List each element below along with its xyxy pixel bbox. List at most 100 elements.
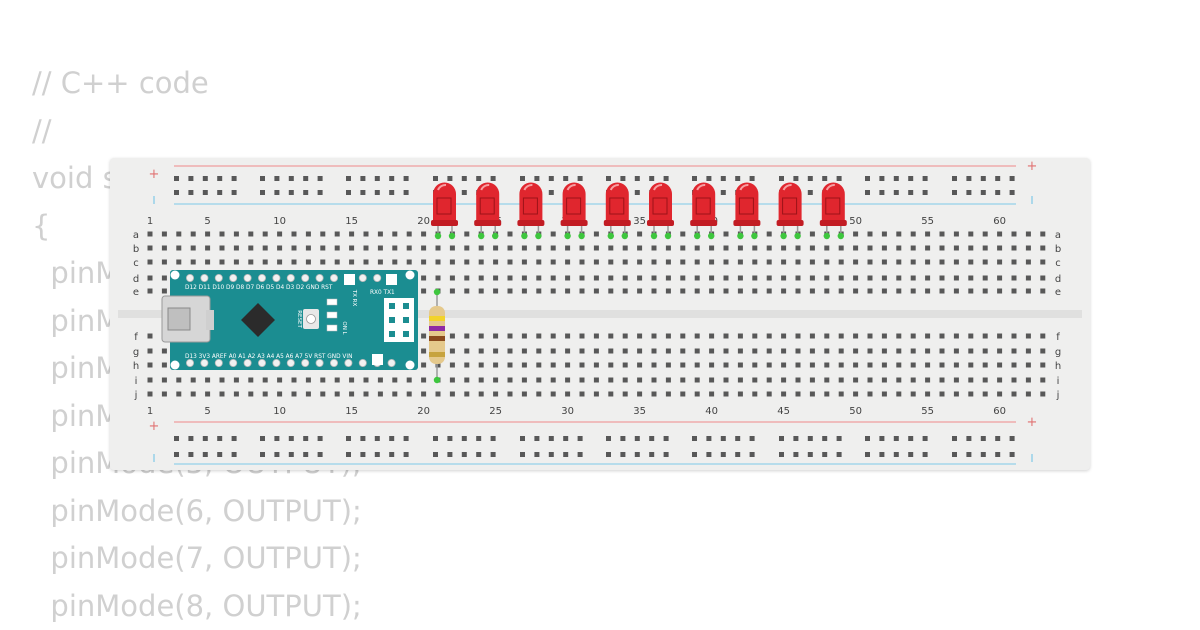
led-pin-indicator [737, 232, 744, 240]
breadboard-hole [910, 362, 916, 368]
breadboard-hole [752, 362, 758, 368]
breadboard-hole [176, 231, 182, 237]
breadboard-hole [233, 259, 239, 265]
breadboard-hole [723, 333, 729, 339]
rail-hole [663, 452, 669, 457]
led-pin-indicator [694, 232, 701, 240]
rail-hole [520, 436, 525, 441]
led-body [821, 182, 845, 222]
breadboard-hole [608, 259, 614, 265]
onboard-led [326, 311, 338, 319]
led-body [649, 182, 672, 222]
breadboard-hole [392, 245, 398, 251]
breadboard-hole [521, 333, 527, 339]
rail-hole [520, 452, 525, 457]
breadboard-hole [449, 377, 455, 383]
breadboard-hole [1025, 275, 1031, 281]
rail-hole [663, 436, 669, 441]
breadboard-hole [565, 333, 571, 339]
arduino-pin [243, 358, 252, 367]
code-line: pinMode(7, OUTPUT); [32, 541, 362, 575]
breadboard-hole [550, 245, 556, 251]
breadboard-hole [248, 377, 254, 383]
breadboard-hole [593, 348, 599, 354]
breadboard-hole [608, 333, 614, 339]
arduino-pin [272, 358, 281, 367]
breadboard-hole [493, 245, 499, 251]
breadboard-hole [449, 275, 455, 281]
breadboard-hole [651, 362, 657, 368]
breadboard-hole [421, 245, 427, 251]
column-number: 10 [273, 216, 286, 227]
led-pin-indicator [780, 232, 787, 240]
rail-hole [893, 176, 899, 181]
breadboard-hole [579, 288, 585, 294]
breadboard-hole [205, 377, 211, 383]
breadboard-hole [536, 348, 542, 354]
led-highlight [696, 184, 706, 191]
breadboard-hole [507, 377, 513, 383]
breadboard-hole [377, 259, 383, 265]
breadboard-hole [507, 391, 513, 397]
breadboard-hole [853, 288, 859, 294]
resistor-pin-indicator [433, 376, 441, 384]
breadboard-hole [622, 348, 628, 354]
breadboard[interactable]: ++++115510101515202025253030353540404545… [110, 158, 1090, 470]
breadboard-hole [867, 288, 873, 294]
breadboard-hole [925, 245, 931, 251]
breadboard-hole [968, 288, 974, 294]
breadboard-hole [521, 288, 527, 294]
breadboard-hole [853, 377, 859, 383]
breadboard-hole [867, 259, 873, 265]
breadboard-hole [665, 391, 671, 397]
breadboard-hole [579, 348, 585, 354]
breadboard-hole [795, 391, 801, 397]
breadboard-hole [1040, 348, 1046, 354]
arduino-pin [301, 274, 310, 283]
breadboard-hole [507, 275, 513, 281]
arduino-pin [286, 358, 295, 367]
breadboard-hole [939, 259, 945, 265]
rail-hole [461, 176, 467, 181]
led-rim [733, 220, 761, 226]
breadboard-hole [766, 333, 772, 339]
led-die [695, 197, 711, 215]
rail-hole [779, 436, 784, 441]
rail-hole [836, 452, 842, 457]
breadboard-hole [809, 391, 815, 397]
breadboard-hole [723, 377, 729, 383]
breadboard-hole [939, 348, 945, 354]
breadboard-hole [709, 377, 715, 383]
rail-hole [606, 452, 611, 457]
breadboard-hole [1011, 259, 1017, 265]
rail-hole [865, 176, 870, 181]
breadboard-hole [521, 377, 527, 383]
breadboard-hole [766, 288, 772, 294]
breadboard-hole [608, 245, 614, 251]
breadboard-hole [709, 288, 715, 294]
rail-hole [433, 436, 438, 441]
breadboard-hole [709, 245, 715, 251]
breadboard-hole [464, 391, 470, 397]
rail-hole [793, 452, 799, 457]
rail-hole [317, 176, 323, 181]
breadboard-hole [377, 231, 383, 237]
led-red [517, 182, 545, 240]
breadboard-hole [968, 362, 974, 368]
breadboard-hole [723, 348, 729, 354]
led-body [562, 182, 586, 222]
breadboard-hole [392, 231, 398, 237]
rail-hole [403, 176, 409, 181]
rail-hole [922, 190, 928, 195]
breadboard-hole [838, 259, 844, 265]
breadboard-hole [809, 377, 815, 383]
breadboard-hole [737, 391, 743, 397]
breadboard-hole [752, 288, 758, 294]
breadboard-hole [377, 391, 383, 397]
breadboard-hole [147, 377, 153, 383]
breadboard-hole [982, 362, 988, 368]
resistor-band [429, 352, 445, 357]
breadboard-hole [997, 362, 1003, 368]
rail-hole [174, 452, 179, 457]
breadboard-hole [421, 362, 427, 368]
